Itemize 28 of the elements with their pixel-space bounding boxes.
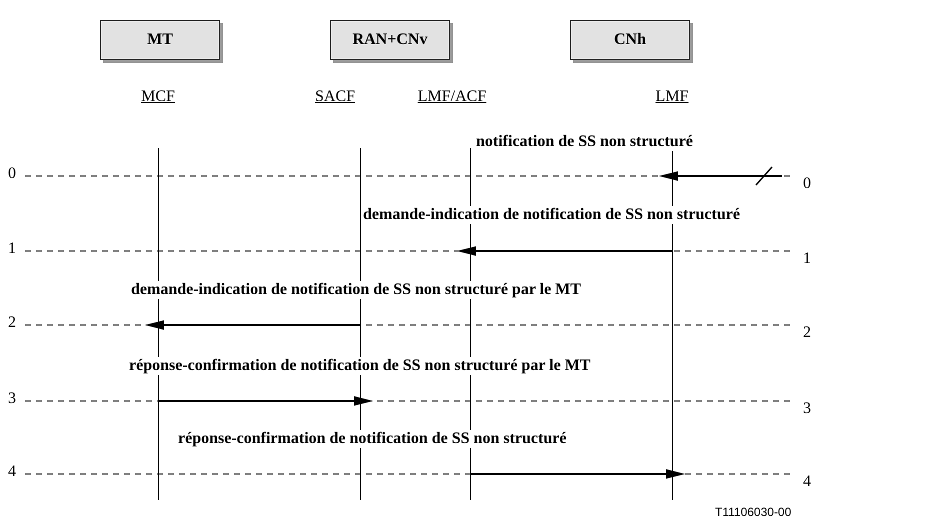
edge-label: réponse-confirmation de notification de SS non structuré par le MT: [128, 357, 592, 375]
figure-id: T11106030-00: [715, 505, 792, 519]
message-arrow: [456, 246, 672, 256]
message-arrow: [470, 469, 686, 479]
row-number: 2: [8, 314, 16, 332]
row-number: 2: [803, 324, 811, 342]
edge-label: demande-indication de notification de SS non structuré par le MT: [130, 281, 582, 299]
row-number: 0: [803, 175, 811, 193]
entity-box: RAN+CNv: [330, 20, 450, 60]
row-number: 1: [8, 240, 16, 258]
function-name: LMF/ACF: [418, 88, 486, 106]
entity-box: MT: [100, 20, 220, 60]
edge-label: notification de SS non structuré: [475, 133, 694, 151]
row-number: 3: [803, 400, 811, 418]
edge-label: réponse-confirmation de notification de SS non structuré: [177, 430, 568, 448]
row-number: 3: [8, 390, 16, 408]
function-name: SACF: [314, 88, 356, 106]
row-number: 4: [803, 473, 811, 491]
message-arrow: [144, 320, 360, 330]
row-number: 0: [8, 165, 16, 183]
row-number: 1: [803, 250, 811, 268]
function-name: LMF: [656, 88, 688, 106]
message-arrow: [158, 396, 374, 406]
entity-box: CNh: [570, 20, 690, 60]
edge-label: demande-indication de notification de SS non structuré: [362, 206, 741, 224]
function-name: MCF: [141, 88, 175, 106]
message-arrow: [658, 171, 782, 181]
row-number: 4: [8, 463, 16, 481]
